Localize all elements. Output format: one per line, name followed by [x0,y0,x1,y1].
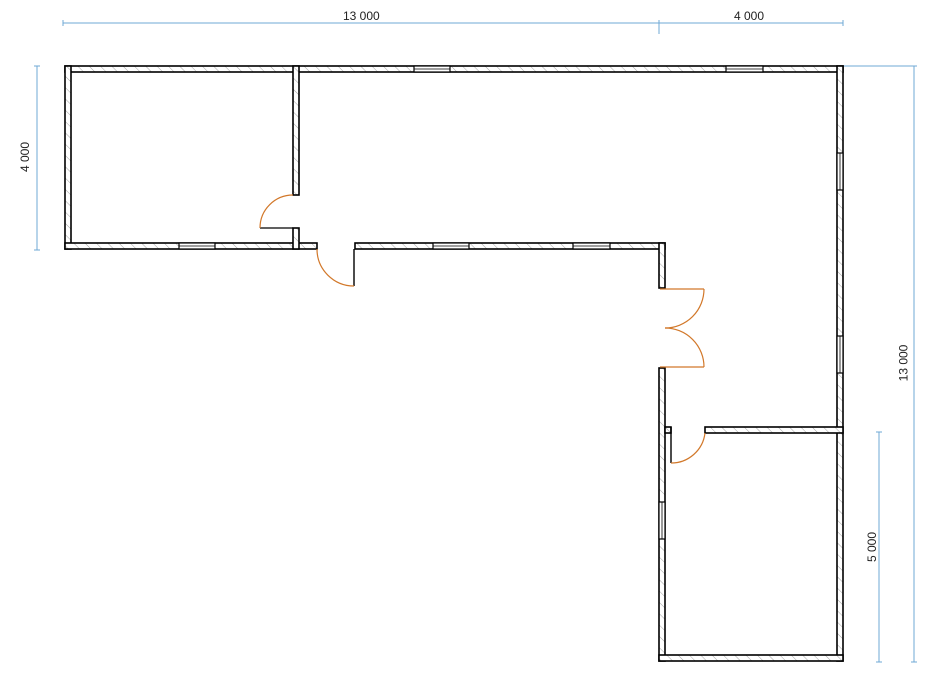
walls [64,65,844,662]
door-entrance [316,248,355,287]
door-double-side [660,288,705,368]
dimension-right-inner [876,431,882,663]
door-bottom-right-room [670,427,706,464]
windows [178,65,844,540]
dimension-right-outer [843,65,917,663]
dimension-top [62,20,844,34]
dimension-left [34,65,40,251]
door-top-left-room [259,194,294,229]
